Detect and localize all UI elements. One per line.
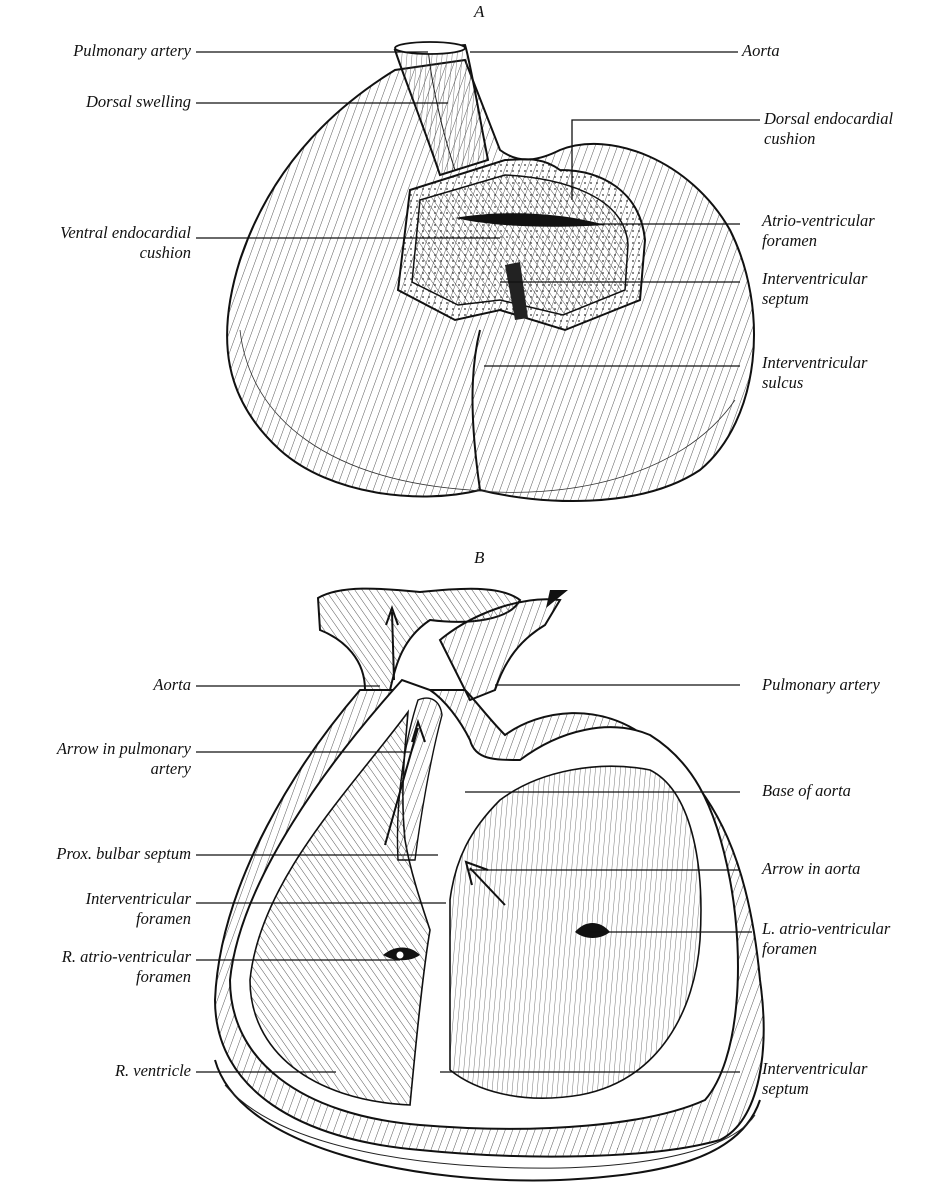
- label-b-arrow-pulmonary-1: Arrow in pulmonary: [57, 740, 191, 758]
- label-b-l-av-foramen-1: L. atrio-ventricular: [762, 920, 890, 938]
- label-b-iv-septum-1: Interventricular: [762, 1060, 867, 1078]
- label-a-dorsal-endocardial-cushion-2: cushion: [764, 130, 815, 148]
- label-a-iv-sulcus-2: sulcus: [762, 374, 803, 392]
- label-a-ventral-endocardial-cushion-2: cushion: [140, 244, 191, 262]
- label-a-av-foramen-2: foramen: [762, 232, 817, 250]
- label-b-base-of-aorta: Base of aorta: [762, 782, 851, 800]
- panel-a-letter: A: [474, 2, 484, 22]
- panel-a-heart: [227, 42, 754, 501]
- label-a-dorsal-endocardial-cushion-1: Dorsal endocardial: [764, 110, 893, 128]
- label-a-ventral-endocardial-cushion-1: Ventral endocardial: [60, 224, 191, 242]
- label-a-dorsal-swelling: Dorsal swelling: [86, 93, 191, 111]
- label-b-arrow-pulmonary-2: artery: [151, 760, 191, 778]
- panel-b-heart: [215, 589, 764, 1181]
- label-a-iv-septum-2: septum: [762, 290, 809, 308]
- label-b-iv-septum-2: septum: [762, 1080, 809, 1098]
- label-b-arrow-in-aorta: Arrow in aorta: [762, 860, 860, 878]
- label-b-l-av-foramen-2: foramen: [762, 940, 817, 958]
- label-a-aorta: Aorta: [742, 42, 780, 60]
- label-b-aorta: Aorta: [153, 676, 191, 694]
- label-a-iv-septum-1: Interventricular: [762, 270, 867, 288]
- label-b-iv-foramen-1: Interventricular: [86, 890, 191, 908]
- label-a-pulmonary-artery: Pulmonary artery: [73, 42, 191, 60]
- label-b-r-ventricle: R. ventricle: [115, 1062, 191, 1080]
- panel-b-letter: B: [474, 548, 484, 568]
- label-a-av-foramen-1: Atrio-ventricular: [762, 212, 875, 230]
- label-b-iv-foramen-2: foramen: [136, 910, 191, 928]
- label-b-r-av-foramen-1: R. atrio-ventricular: [62, 948, 191, 966]
- label-b-r-av-foramen-2: foramen: [136, 968, 191, 986]
- label-b-pulmonary-artery: Pulmonary artery: [762, 676, 880, 694]
- label-a-iv-sulcus-1: Interventricular: [762, 354, 867, 372]
- label-b-prox-bulbar-septum: Prox. bulbar septum: [56, 845, 191, 863]
